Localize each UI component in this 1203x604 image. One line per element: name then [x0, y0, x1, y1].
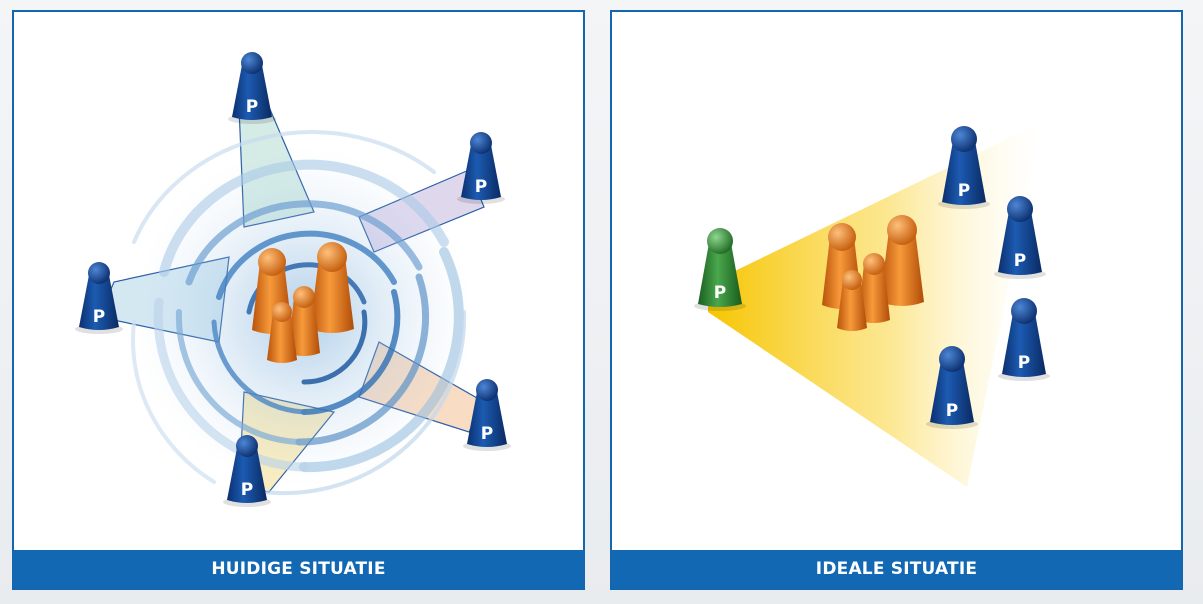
- current-situation-panel: P P P P P HUIDIGE SITUATIE: [12, 10, 585, 590]
- blue-pawn-icon: P: [223, 435, 271, 507]
- svg-text:P: P: [93, 307, 105, 327]
- blue-pawn-icon: P: [994, 196, 1046, 279]
- svg-text:P: P: [1014, 251, 1026, 271]
- blue-pawn-icon: P: [926, 346, 978, 429]
- svg-text:P: P: [481, 424, 493, 444]
- svg-text:P: P: [714, 283, 726, 303]
- current-situation-diagram: P P P P P: [75, 52, 511, 507]
- orange-pawn-icon: [837, 270, 867, 331]
- blue-pawn-icon: P: [457, 132, 505, 204]
- svg-text:P: P: [958, 181, 970, 201]
- svg-text:P: P: [241, 480, 253, 500]
- ideal-situation-panel: P P P P P IDEALE SITUATIE: [610, 10, 1183, 590]
- blue-pawn-icon: P: [75, 262, 123, 334]
- orange-pawn-icon: [858, 253, 890, 323]
- svg-text:P: P: [246, 97, 258, 117]
- ideal-situation-diagram: P P P P P: [694, 122, 1050, 487]
- green-pawn-icon: P: [694, 228, 746, 311]
- svg-text:P: P: [946, 401, 958, 421]
- svg-text:P: P: [475, 177, 487, 197]
- orange-pawn-icon: [288, 286, 320, 356]
- svg-text:P: P: [1018, 353, 1030, 373]
- orange-pawn-group: [822, 215, 924, 331]
- panel-caption: HUIDIGE SITUATIE: [14, 550, 583, 588]
- blue-pawn-icon: P: [998, 298, 1050, 381]
- orange-pawn-icon: [880, 215, 924, 306]
- orange-pawn-icon: [267, 302, 297, 363]
- orange-pawn-group: [252, 242, 354, 363]
- blue-pawn-icon: P: [938, 126, 990, 209]
- panel-caption: IDEALE SITUATIE: [612, 550, 1181, 588]
- orange-pawn-icon: [310, 242, 354, 333]
- blue-pawn-icon: P: [228, 52, 276, 124]
- blue-pawn-icon: P: [463, 379, 511, 451]
